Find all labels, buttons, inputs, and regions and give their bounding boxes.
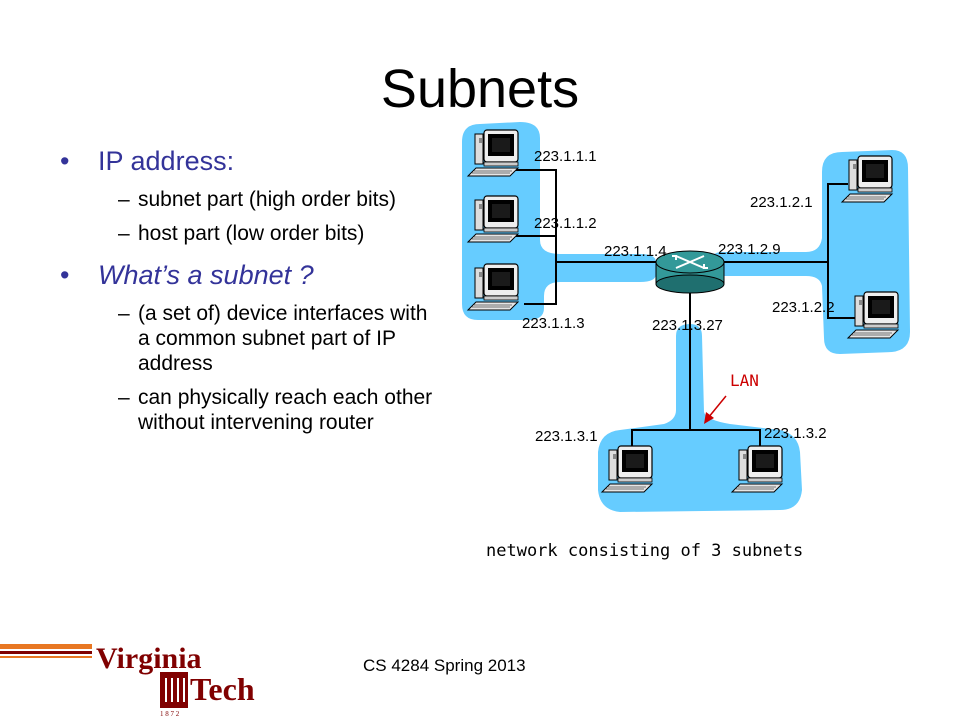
slide-title: Subnets [380,59,580,119]
sub-bullet-dash: – [118,302,130,325]
wires-subnet-3 [631,292,761,452]
bullet-dot: • [60,260,70,290]
addr-223-1-2-1: 223.1.2.1 [750,194,813,211]
footer-stripes [0,644,92,658]
lan-label: LAN [730,371,759,390]
sub-bullet-text: can physically reach each other without … [138,386,433,434]
logo-tech: Tech [190,671,255,707]
computer-icon [847,291,899,339]
addr-223-1-1-2: 223.1.1.2 [534,215,597,232]
addr-223-1-3-27: 223.1.3.27 [652,317,723,334]
sub-bullet-host-part: – host part (low order bits) [60,221,440,246]
bullet-text: What’s a subnet ? [98,260,314,290]
virginia-tech-logo: Virginia 1 8 7 2 Tech [96,642,255,718]
addr-223-1-3-2: 223.1.3.2 [764,425,827,442]
bullet-dot: • [60,146,70,176]
bullet-ip-address: • IP address: [60,146,440,177]
lan-arrow-icon [704,395,727,424]
addr-223-1-1-3: 223.1.1.3 [522,315,585,332]
bullet-whats-a-subnet: • What’s a subnet ? [60,260,440,291]
computer-icon [467,263,519,311]
sub-bullet-set-of-interfaces: – (a set of) device interfaces with a co… [60,301,440,376]
computer-icon [601,445,653,493]
logo-year: 1 8 7 2 [160,710,180,718]
sub-bullet-dash: – [118,222,130,245]
addr-223-1-1-1: 223.1.1.1 [534,148,597,165]
sub-bullet-dash: – [118,386,130,409]
diagram-caption: network consisting of 3 subnets [486,541,803,561]
course-footer: CS 4284 Spring 2013 [363,656,526,675]
sub-bullet-text: host part (low order bits) [138,222,365,245]
sub-bullet-dash: – [118,188,130,211]
sub-bullet-text: subnet part (high order bits) [138,188,396,211]
bullet-text: IP address: [98,146,235,176]
wires-subnet-1 [516,169,664,305]
sub-bullet-text: (a set of) device interfaces with a comm… [138,302,428,375]
addr-223-1-3-1: 223.1.3.1 [535,428,598,445]
logo-virginia: Virginia [96,642,202,675]
computer-icon [467,129,519,177]
sub-bullet-physically-reach: – can physically reach each other withou… [60,385,440,435]
sub-bullet-subnet-part: – subnet part (high order bits) [60,187,440,212]
addr-223-1-2-2: 223.1.2.2 [772,299,835,316]
computer-icon [841,155,893,203]
router-icon [655,250,725,294]
wires-subnet-2 [716,183,858,319]
bullet-list: • IP address: – subnet part (high order … [60,140,440,444]
addr-223-1-2-9: 223.1.2.9 [718,241,781,258]
computer-icon [467,195,519,243]
computer-icon [731,445,783,493]
addr-223-1-1-4: 223.1.1.4 [604,243,667,260]
